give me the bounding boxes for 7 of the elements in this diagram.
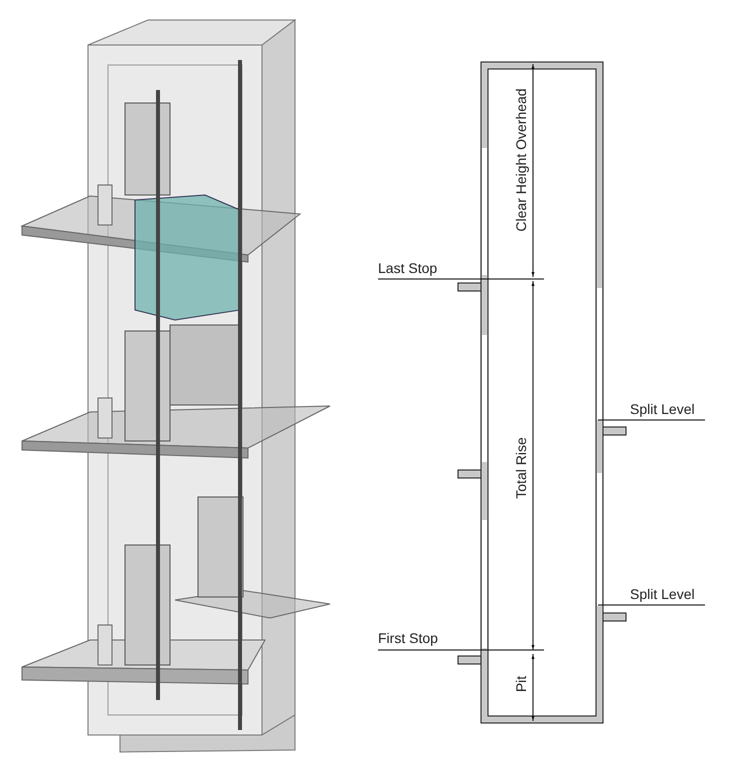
dimension-label: Total Rise — [513, 437, 529, 499]
level-label: Last Stop — [378, 260, 438, 276]
dimension-label: Pit — [513, 676, 529, 692]
level-label: First Stop — [378, 630, 438, 646]
level-label: Split Level — [630, 586, 695, 602]
level-label: Split Level — [630, 401, 695, 417]
dimension-label: Clear Height Overhead — [513, 88, 529, 232]
